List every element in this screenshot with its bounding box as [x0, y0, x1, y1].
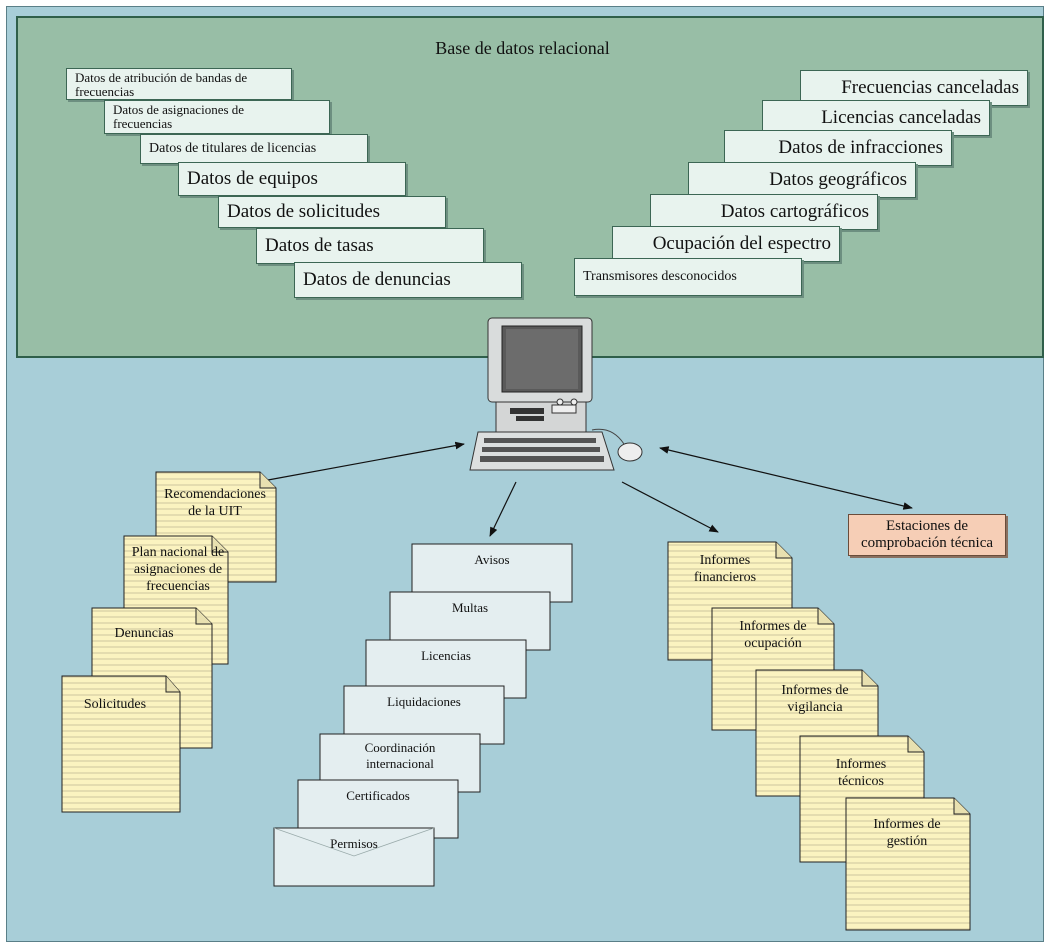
doc-label-complaints: Denuncias: [114, 626, 174, 641]
document-envelope-stack: [273, 543, 573, 887]
envelope-label-fines: Multas: [451, 600, 489, 615]
report-document-stack: [667, 541, 971, 931]
table-tab-label: Datos de solicitudes: [227, 201, 381, 222]
table-tab-label: Transmisores desconocidos: [583, 269, 737, 284]
table-tab-label: Datos geográficos: [769, 169, 907, 190]
envelope-label-certificates: Certificados: [346, 788, 410, 803]
envelope-label-permits: Permisos: [330, 836, 378, 851]
table-tab-label: Frecuencias canceladas: [841, 77, 1019, 98]
report-label-occupancy: Informes de ocupación: [739, 619, 807, 651]
doc-label-applications: Solicitudes: [83, 697, 147, 712]
table-tab-applications: Datos de solicitudes: [218, 196, 446, 228]
arrow-documents: [489, 481, 517, 537]
monitoring-stations-box: Estaciones de comprobación técnica: [848, 514, 1006, 556]
table-tab-unknown-transmitters: Transmisores desconocidos: [574, 258, 802, 296]
table-tab-assignments: Datos de asignaciones de frecuencias: [104, 100, 330, 134]
table-tab-complaints: Datos de denuncias: [294, 262, 522, 298]
table-tab-label: Datos de asignaciones de frecuencias: [113, 102, 245, 131]
table-tab-equipment: Datos de equipos: [178, 162, 406, 196]
table-tab-allocation: Datos de atribución de bandas de frecuen…: [66, 68, 292, 100]
arrow-input: [267, 441, 465, 481]
envelope-label-licences: Licencias: [421, 648, 471, 663]
report-label-financial: Informes financieros: [693, 553, 757, 585]
arrow-reports: [621, 481, 719, 533]
doc-label-itu-recommendations: Recomendaciones de la UIT: [164, 487, 266, 519]
report-label-monitoring: Informes de vigilancia: [781, 683, 849, 715]
envelope-label-international-coordination: Coordinación internacional: [364, 740, 436, 771]
table-tab-label: Datos de infracciones: [778, 137, 943, 158]
table-tab-label: Datos de tasas: [265, 235, 374, 256]
table-tab-infringements: Datos de infracciones: [724, 130, 952, 166]
table-tab-label: Datos cartográficos: [720, 201, 869, 222]
table-tab-geographic: Datos geográficos: [688, 162, 916, 198]
computer-icon: [469, 317, 643, 471]
envelope-label-notices: Avisos: [474, 552, 510, 567]
input-document-stack: [61, 471, 277, 813]
table-tab-label: Datos de equipos: [187, 168, 318, 189]
table-tab-spectrum-occupancy: Ocupación del espectro: [612, 226, 840, 262]
table-tab-label: Datos de denuncias: [303, 269, 451, 290]
table-tab-fees: Datos de tasas: [256, 228, 484, 264]
report-label-management: Informes de gestión: [873, 817, 941, 849]
table-tab-label: Ocupación del espectro: [652, 233, 831, 254]
database-title: Base de datos relacional: [435, 38, 610, 58]
table-tab-label: Datos de titulares de licencias: [149, 141, 317, 156]
table-tab-label: Licencias canceladas: [821, 107, 981, 128]
arrow-stations: [659, 446, 913, 510]
doc-label-national-plan: Plan nacional de asignaciones de frecuen…: [131, 545, 225, 594]
report-label-technical: Informes técnicos: [835, 757, 887, 789]
table-tab-licensees: Datos de titulares de licencias: [140, 134, 368, 164]
table-tab-label: Datos de atribución de bandas de frecuen…: [75, 70, 248, 99]
envelope-label-settlements: Liquidaciones: [387, 694, 461, 709]
